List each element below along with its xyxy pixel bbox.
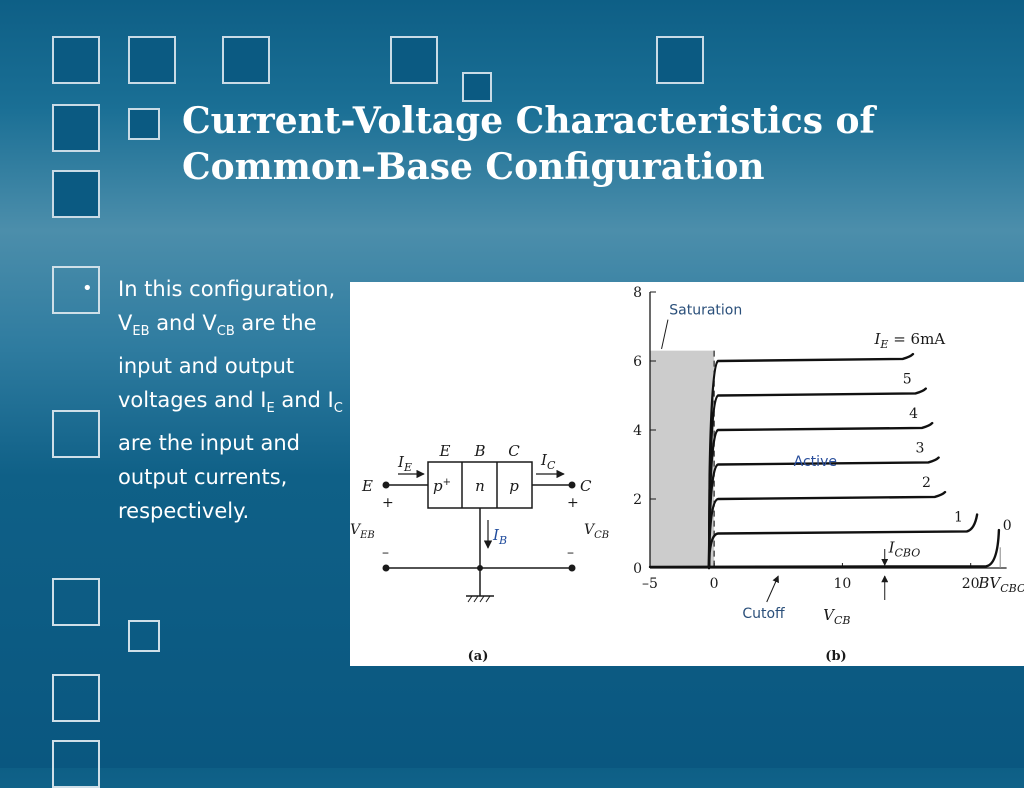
deco-square: [128, 36, 176, 84]
terminal-e-label: E: [361, 477, 373, 495]
veb-plus: +: [382, 495, 394, 511]
circuit-diagram: E B C p+ n p IE E + IC C + IB: [350, 442, 609, 664]
veb-label: VEB: [350, 522, 375, 541]
series-label: 3: [916, 440, 925, 456]
characteristic-curve: [707, 490, 947, 570]
bullet-marker: •: [82, 278, 93, 299]
bullet-subscript: CB: [216, 324, 235, 340]
deco-square: [52, 578, 100, 626]
collector-terminal: [568, 481, 576, 489]
saturation-region: [650, 350, 715, 568]
deco-square: [52, 104, 100, 152]
y-tick-label: 6: [633, 354, 642, 370]
bullet-subscript: E: [266, 401, 275, 417]
bullet-subscript: C: [333, 401, 343, 417]
vcb-plus: +: [567, 495, 579, 511]
deco-square: [656, 36, 704, 84]
title-line-1: Current-Voltage Characteristics of: [182, 100, 875, 142]
bullet-list: • In this configuration, VEB and VCB are…: [82, 272, 344, 528]
ie-label: IE: [397, 453, 412, 474]
y-tick-label: 0: [633, 561, 642, 577]
series-label: 5: [903, 371, 912, 387]
deco-square: [52, 740, 100, 788]
deco-square: [390, 36, 438, 84]
deco-square: [52, 36, 100, 84]
bullet-text-part: are the input and output currents, respe…: [118, 431, 300, 524]
deco-square: [52, 266, 100, 314]
caption-b: (b): [825, 649, 846, 664]
doping-label-n: n: [475, 477, 485, 495]
icbo-label: ICBO: [888, 538, 921, 559]
figure-panel: E B C p+ n p IE E + IC C + IB: [350, 282, 1024, 666]
active-label: Active: [794, 454, 837, 470]
characteristic-curve: [707, 421, 934, 570]
characteristic-curve: [707, 513, 979, 570]
caption-a: (a): [468, 649, 489, 664]
region-label-e: E: [439, 442, 451, 460]
doping-label-p-plus: p+: [433, 477, 451, 495]
base-node: [477, 565, 483, 571]
series-label: 4: [909, 406, 918, 422]
deco-square: [128, 108, 160, 140]
x-axis-label: VCB: [823, 606, 850, 627]
vcb-minus: –: [567, 545, 574, 561]
saturation-pointer: [661, 319, 669, 350]
deco-square: [52, 674, 100, 722]
region-label-b: B: [473, 442, 485, 460]
emitter-return-terminal: [382, 564, 390, 572]
deco-square: [462, 72, 492, 102]
bullet-paragraph: In this configuration, VEB and VCB are t…: [118, 272, 344, 528]
deco-square: [52, 410, 100, 458]
series-label: 1: [954, 509, 963, 525]
x-tick-label: 0: [710, 576, 719, 592]
deco-square: [128, 620, 160, 652]
terminal-c-label: C: [580, 477, 592, 495]
figure-svg: E B C p+ n p IE E + IC C + IB: [350, 285, 1024, 664]
ground-hatch: [467, 595, 491, 603]
series-label: 0: [1003, 518, 1012, 534]
curve-group: 5 4 3 2 1 0: [648, 352, 1012, 570]
title-line-2: Common-Base Configuration: [182, 146, 765, 188]
x-tick-label: –5: [642, 576, 658, 592]
slide-title: Current-Voltage Characteristics of Commo…: [182, 98, 942, 190]
doping-label-p: p: [509, 477, 519, 495]
emitter-terminal: [382, 481, 390, 489]
bullet-text-part: In this configuration, V: [118, 277, 336, 335]
bullet-text-part: and V: [149, 311, 217, 335]
x-tick-label: 10: [833, 576, 851, 592]
characteristic-curve: [707, 456, 940, 570]
ic-label: IC: [540, 451, 556, 472]
collector-return-terminal: [568, 564, 576, 572]
y-tick-label: 8: [633, 285, 642, 301]
characteristic-curve: [707, 387, 927, 570]
bullet-text-part: and I: [274, 388, 334, 413]
characteristic-curve: [648, 528, 1001, 569]
series-label: 2: [922, 475, 931, 491]
deco-square: [52, 170, 100, 218]
x-tick-label: 20: [962, 576, 980, 592]
breakdown-voltage-label: BVCBO: [977, 574, 1024, 595]
deco-square: [222, 36, 270, 84]
cutoff-arrow: [766, 575, 779, 603]
vcb-label: VCB: [584, 522, 609, 541]
ie-series-label: IE = 6mA: [873, 330, 945, 351]
y-tick-label: 4: [633, 423, 642, 439]
y-tick-label: 2: [633, 492, 642, 508]
region-label-c: C: [508, 442, 520, 460]
ib-label: IB: [492, 526, 507, 547]
veb-minus: –: [382, 545, 389, 561]
bullet-text-part: are the input and output voltages and I: [118, 311, 317, 413]
bullet-subscript: EB: [132, 324, 150, 340]
cutoff-label: Cutoff: [742, 606, 785, 622]
saturation-label: Saturation: [669, 302, 742, 318]
